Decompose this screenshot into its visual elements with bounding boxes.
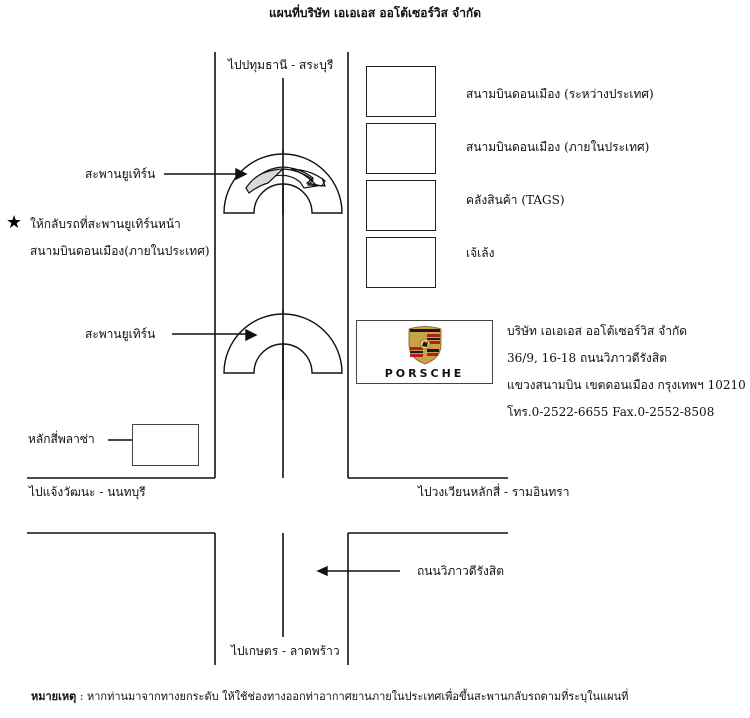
landmark-box-chiang-leng: [366, 237, 436, 288]
label-airport-domestic: สนามบินดอนเมือง (ภายในประเทศ): [466, 140, 650, 154]
company-address-line1: 36/9, 16-18 ถนนวิภาวดีรังสิต: [507, 351, 667, 365]
landmark-box-airport-international: [366, 66, 436, 117]
company-phone: โทร.0-2522-6655 Fax.0-2552-8508: [507, 405, 715, 419]
road-label-south: ไปเกษตร - ลาดพร้าว: [231, 644, 340, 658]
footnote: หมายเหตุ : หากท่านมาจากทางยกระดับ ให้ใช้…: [31, 690, 628, 704]
map-title: แผนที่บริษัท เอเอเอส ออโต้เซอร์วิส จำกัด: [269, 6, 481, 20]
arrowhead-upper-bridge: [235, 167, 248, 181]
road-label-north: ไปปทุมธานี - สระบุรี: [228, 58, 334, 72]
arrowhead-vibhavadi: [316, 565, 328, 577]
company-address-line2: แขวงสนามบิน เขตดอนเมือง กรุงเทพฯ 10210: [507, 378, 746, 392]
footnote-text: : หากท่านมาจากทางยกระดับ ให้ใช้ช่องทางออ…: [76, 690, 629, 703]
star-note-line2: สนามบินดอนเมือง(ภายในประเทศ): [30, 244, 210, 258]
label-laksi-plaza: หลักสี่พลาซ่า: [28, 432, 95, 446]
road-label-east: ไปวงเวียนหลักสี่ - รามอินทรา: [418, 485, 570, 499]
footnote-label: หมายเหตุ: [31, 690, 77, 703]
porsche-wordmark: PORSCHE: [384, 367, 465, 380]
landmark-box-cargo: [366, 180, 436, 231]
road-label-west: ไปแจ้งวัฒนะ - นนทบุรี: [29, 485, 146, 499]
company-name: บริษัท เอเอเอส ออโต้เซอร์วิส จำกัด: [507, 324, 688, 338]
landmark-box-laksi-plaza: [132, 424, 199, 466]
landmark-box-airport-domestic: [366, 123, 436, 174]
star-icon: ★: [6, 212, 23, 233]
porsche-logo: PORSCHE: [356, 320, 493, 384]
label-chiang-leng: เจ้เล้ง: [466, 246, 495, 260]
label-cargo: คลังสินค้า (TAGS): [466, 193, 565, 207]
porsche-crest-icon: [408, 326, 442, 365]
label-airport-international: สนามบินดอนเมือง (ระหว่างประเทศ): [466, 87, 654, 101]
label-u-turn-bridge-lower: สะพานยูเทิร์น: [85, 327, 156, 341]
label-u-turn-bridge-upper: สะพานยูเทิร์น: [85, 167, 156, 181]
road-label-vibhavadi: ถนนวิภาวดีรังสิต: [417, 564, 505, 578]
star-note-line1: ให้กลับรถที่สะพานยูเทิร์นหน้า: [30, 217, 181, 231]
arrowhead-lower-bridge: [245, 328, 258, 342]
